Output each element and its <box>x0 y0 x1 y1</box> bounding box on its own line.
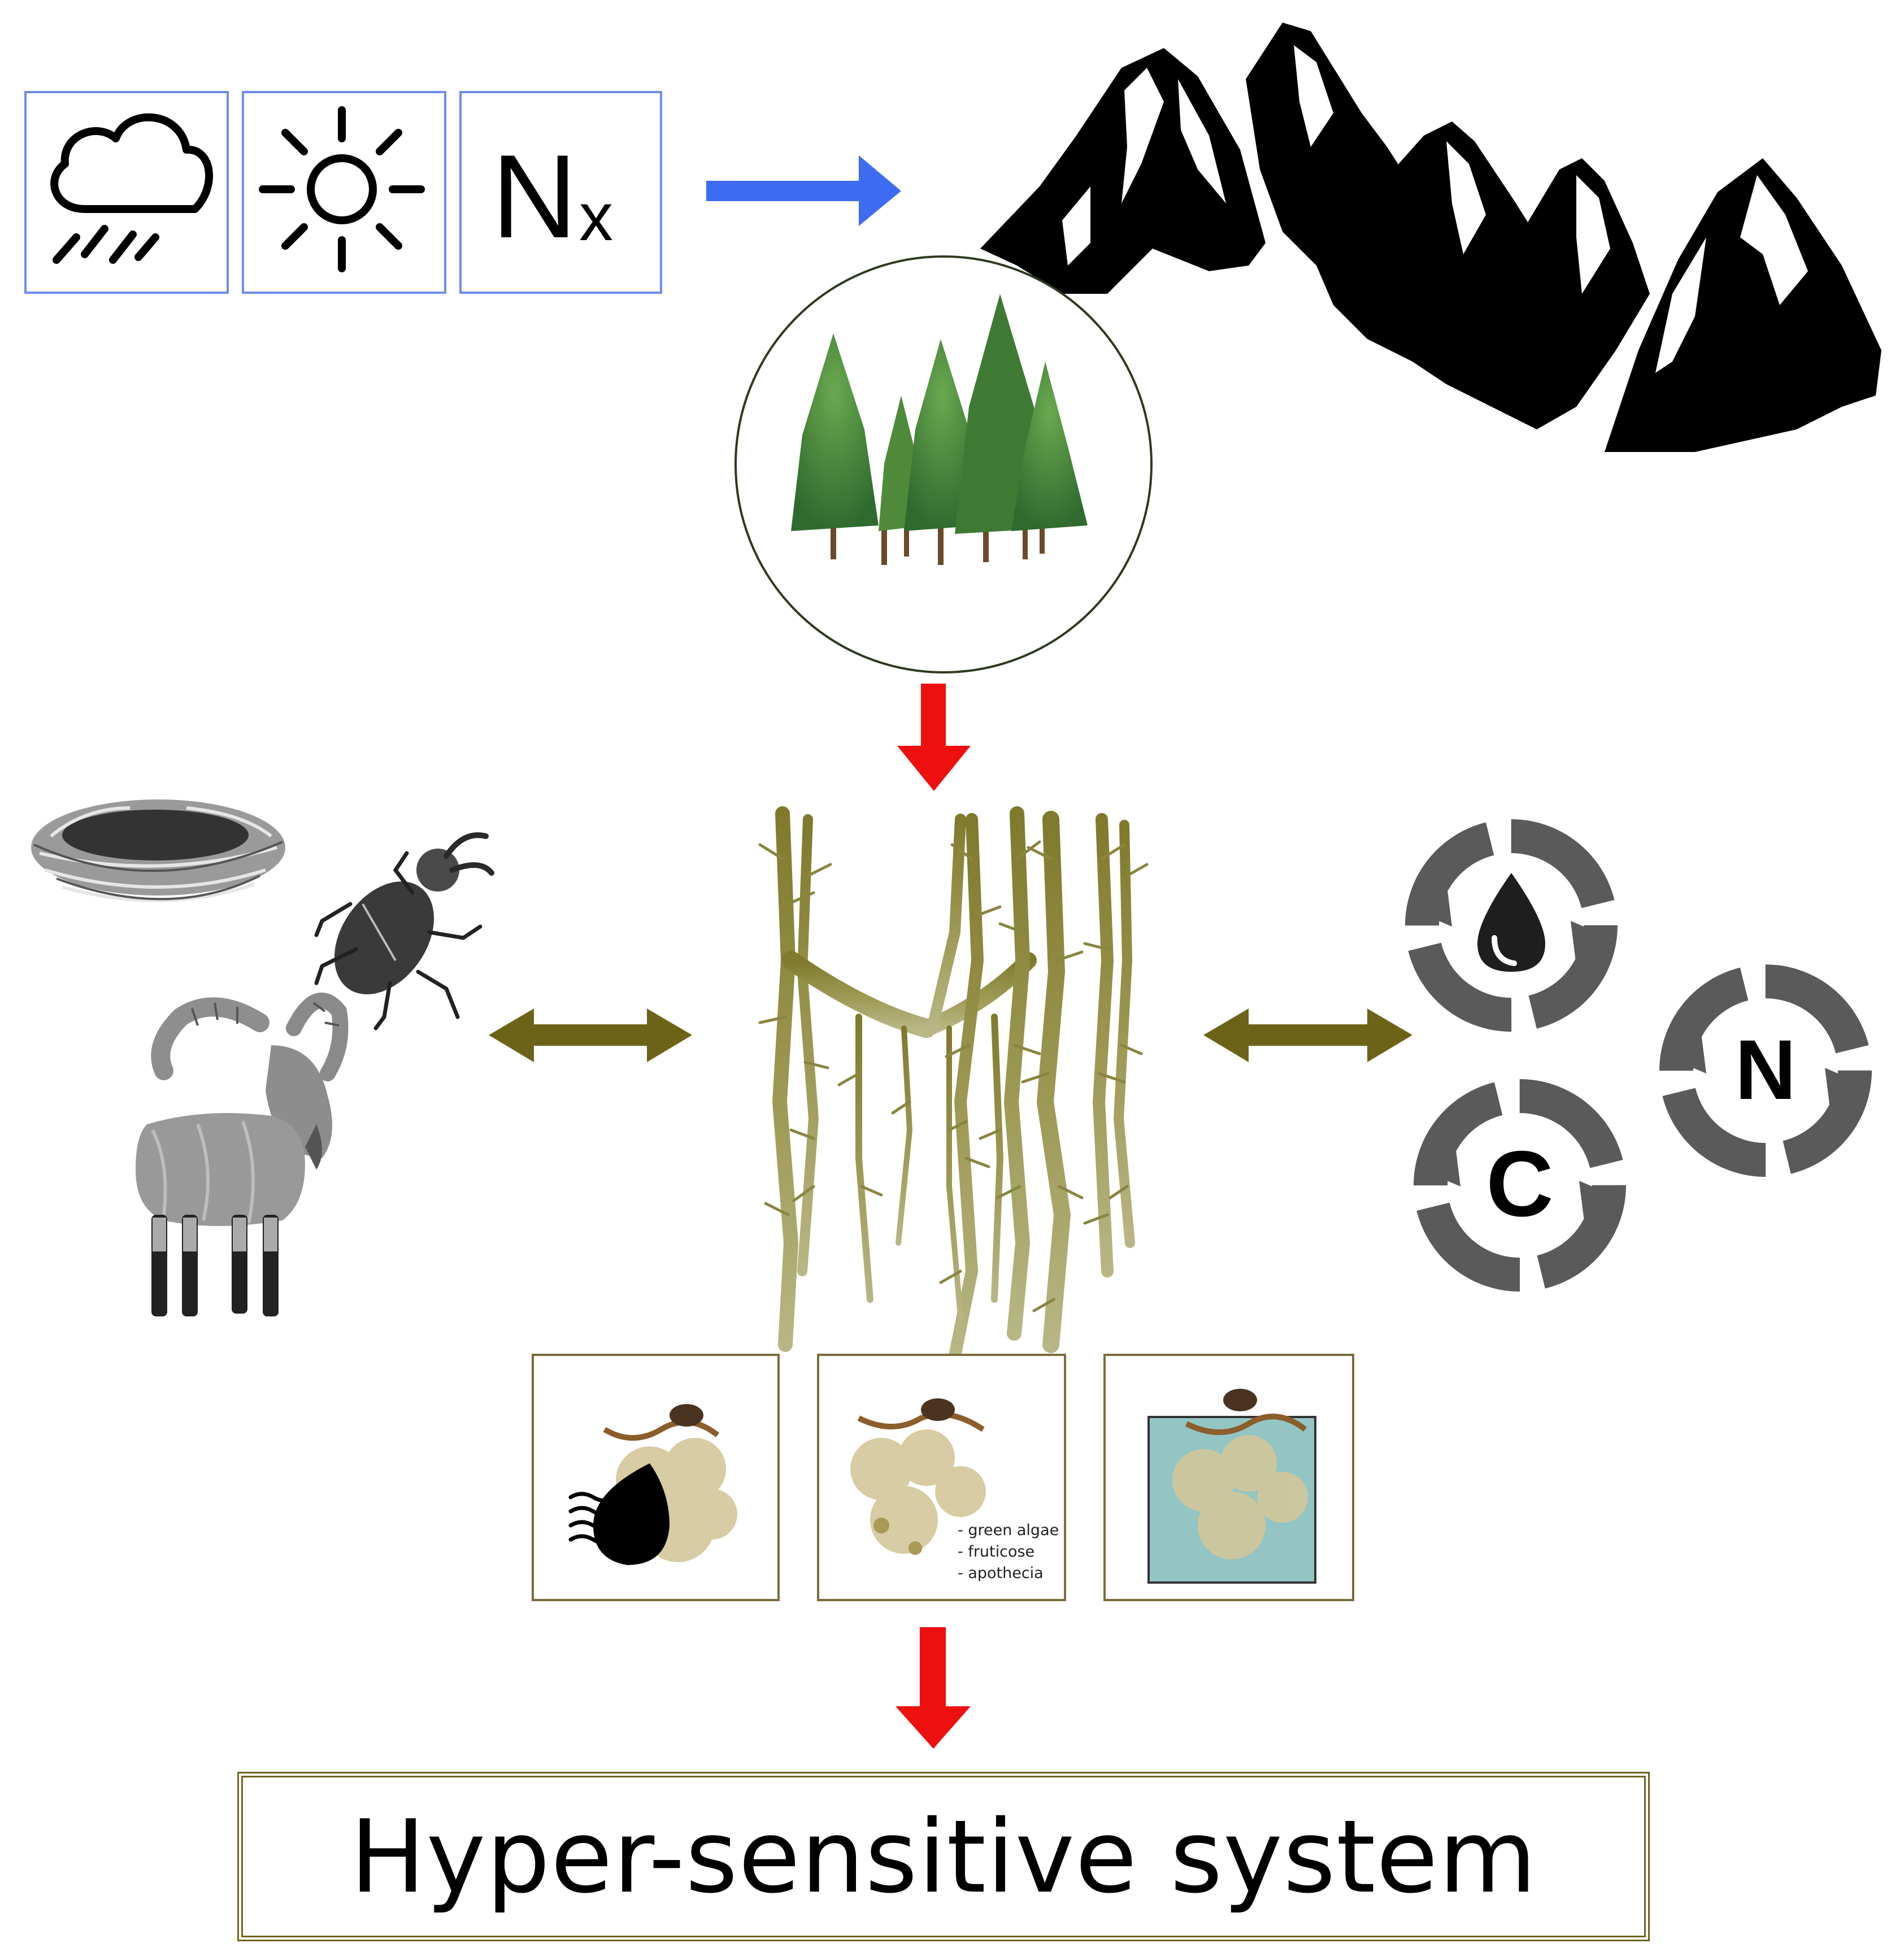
lichen-thallus-icon-2 <box>850 1398 986 1555</box>
trait-item-fruticose: - fruticose <box>958 1543 1035 1561</box>
nitrogen-cycle-letter: N <box>1735 1022 1796 1117</box>
trait-panels <box>532 1354 1354 1601</box>
arrow-forest-to-lichen <box>897 684 971 791</box>
water-cycle-icon <box>1405 819 1618 1032</box>
bird-nest-icon <box>31 799 285 902</box>
ibex-icon <box>136 992 349 1316</box>
water-drop-icon <box>1477 873 1545 972</box>
conifer-trees-icon <box>791 294 1088 565</box>
mountains-icon <box>980 23 1881 452</box>
nitrogen-box <box>459 91 662 294</box>
trait-item-apothecia: - apothecia <box>958 1564 1044 1582</box>
biogeochemical-cycles: N C <box>1405 819 1872 1292</box>
nitrogen-cycle-icon: N <box>1659 964 1872 1177</box>
wind-lines-icon <box>568 1492 641 1545</box>
fauna-lichen-double-arrow <box>489 1009 692 1062</box>
climate-drivers: N x <box>24 91 901 294</box>
nitrogen-subscript: x <box>579 179 613 255</box>
trait-item-green-algae: - green algae <box>958 1522 1059 1539</box>
outcome-box: Hyper-sensitive system <box>237 1772 1650 1941</box>
carbon-cycle-letter: C <box>1486 1132 1553 1236</box>
carbon-cycle-icon: C <box>1414 1079 1626 1292</box>
lichen-cycles-double-arrow <box>1203 1009 1412 1062</box>
rain-cloud-icon <box>50 113 214 264</box>
arrow-traits-to-outcome <box>896 1627 971 1749</box>
nitrogen-symbol: N <box>492 130 577 263</box>
climate-arrow <box>706 155 901 226</box>
fauna-group <box>31 799 494 1316</box>
trait-list: - green algae - fruticose - apothecia <box>958 1520 1071 1584</box>
lichen-illustration <box>758 806 1149 1362</box>
sun-icon <box>259 106 425 272</box>
lichen-thallus-icon-3 <box>1172 1389 1308 1559</box>
outcome-label: Hyper-sensitive system <box>350 1798 1537 1915</box>
stag-beetle-icon <box>314 832 494 1031</box>
forest-circle <box>734 255 1153 673</box>
